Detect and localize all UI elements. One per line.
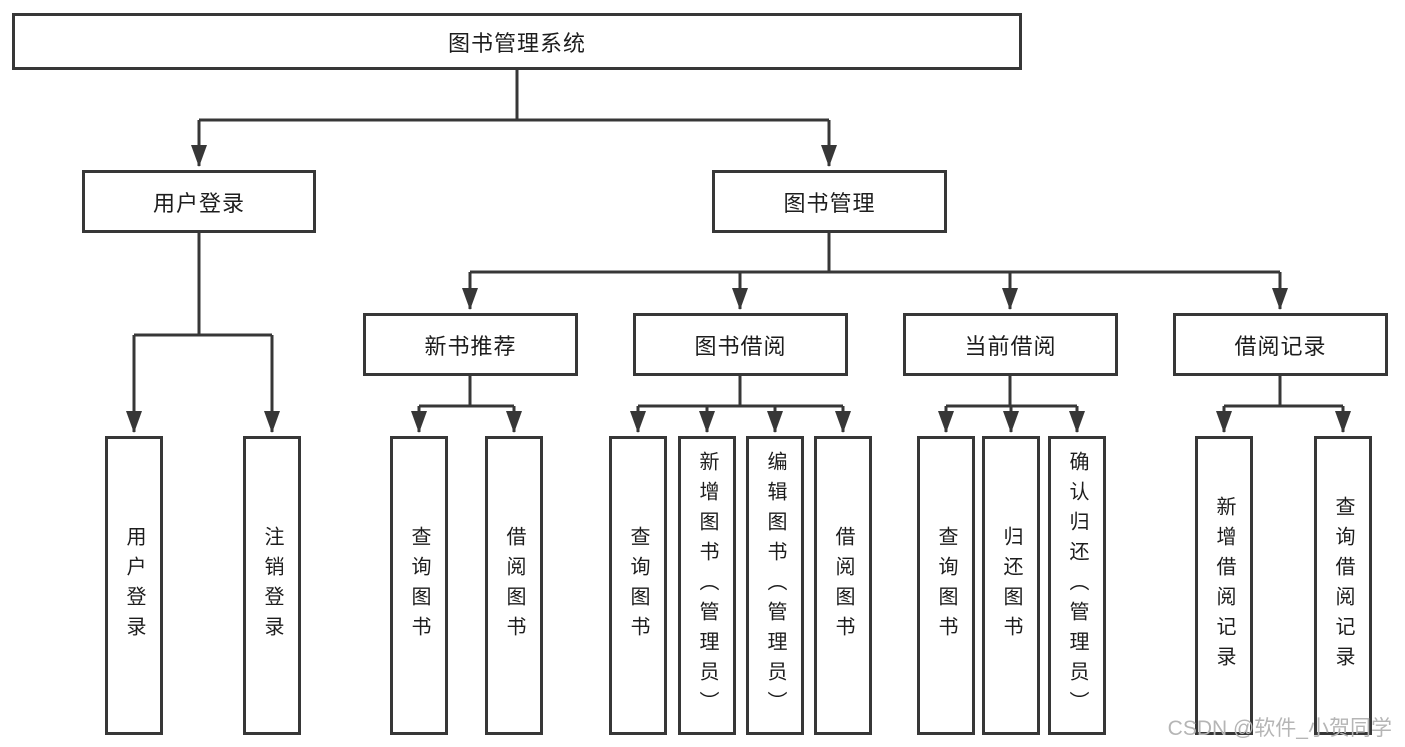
node-label: 借阅图书 xyxy=(503,525,525,646)
node-label: 用户登录 xyxy=(123,525,145,646)
node-label: 编辑图书（管理员） xyxy=(764,450,786,721)
node-label: 确认归还（管理员） xyxy=(1066,450,1088,721)
node-label: 查询图书 xyxy=(935,525,957,646)
leaf-user-login: 用户登录 xyxy=(105,436,163,735)
node-label: 注销登录 xyxy=(261,525,283,646)
csdn-watermark: CSDN @软件_小贺同学 xyxy=(1167,717,1392,740)
node-new-book-recommendation: 新书推荐 xyxy=(363,313,578,376)
node-label: 归还图书 xyxy=(1000,525,1022,646)
leaf-add-book-admin: 新增图书（管理员） xyxy=(678,436,736,735)
leaf-borrow-books-borrowing: 借阅图书 xyxy=(814,436,872,735)
leaf-add-borrow-record: 新增借阅记录 xyxy=(1195,436,1253,735)
node-label: 图书管理系统 xyxy=(447,30,586,56)
node-user-login: 用户登录 xyxy=(82,170,316,233)
leaf-query-books-borrowing: 查询图书 xyxy=(609,436,667,735)
node-label: 查询借阅记录 xyxy=(1332,495,1354,676)
node-label: 查询图书 xyxy=(408,525,430,646)
node-label: 新书推荐 xyxy=(424,333,517,359)
node-label: 图书借阅 xyxy=(694,333,787,359)
node-label: 借阅图书 xyxy=(832,525,854,646)
leaf-return-book: 归还图书 xyxy=(982,436,1040,735)
leaf-query-books-recommend: 查询图书 xyxy=(390,436,448,735)
node-library-management-system: 图书管理系统 xyxy=(12,13,1022,70)
node-borrowing-records: 借阅记录 xyxy=(1173,313,1388,376)
node-label: 图书管理 xyxy=(783,190,876,216)
node-label: 用户登录 xyxy=(152,190,245,216)
node-label: 新增图书（管理员） xyxy=(696,450,718,721)
node-book-management: 图书管理 xyxy=(712,170,947,233)
leaf-query-books-current: 查询图书 xyxy=(917,436,975,735)
leaf-edit-book-admin: 编辑图书（管理员） xyxy=(746,436,804,735)
node-current-borrowing: 当前借阅 xyxy=(903,313,1118,376)
node-book-borrowing: 图书借阅 xyxy=(633,313,848,376)
node-label: 新增借阅记录 xyxy=(1213,495,1235,676)
leaf-borrow-books-recommend: 借阅图书 xyxy=(485,436,543,735)
leaf-query-borrow-record: 查询借阅记录 xyxy=(1314,436,1372,735)
leaf-logout: 注销登录 xyxy=(243,436,301,735)
leaf-confirm-return-admin: 确认归还（管理员） xyxy=(1048,436,1106,735)
node-label: 当前借阅 xyxy=(964,333,1057,359)
node-label: 借阅记录 xyxy=(1234,333,1327,359)
node-label: 查询图书 xyxy=(627,525,649,646)
connector-arrows xyxy=(126,120,1351,433)
